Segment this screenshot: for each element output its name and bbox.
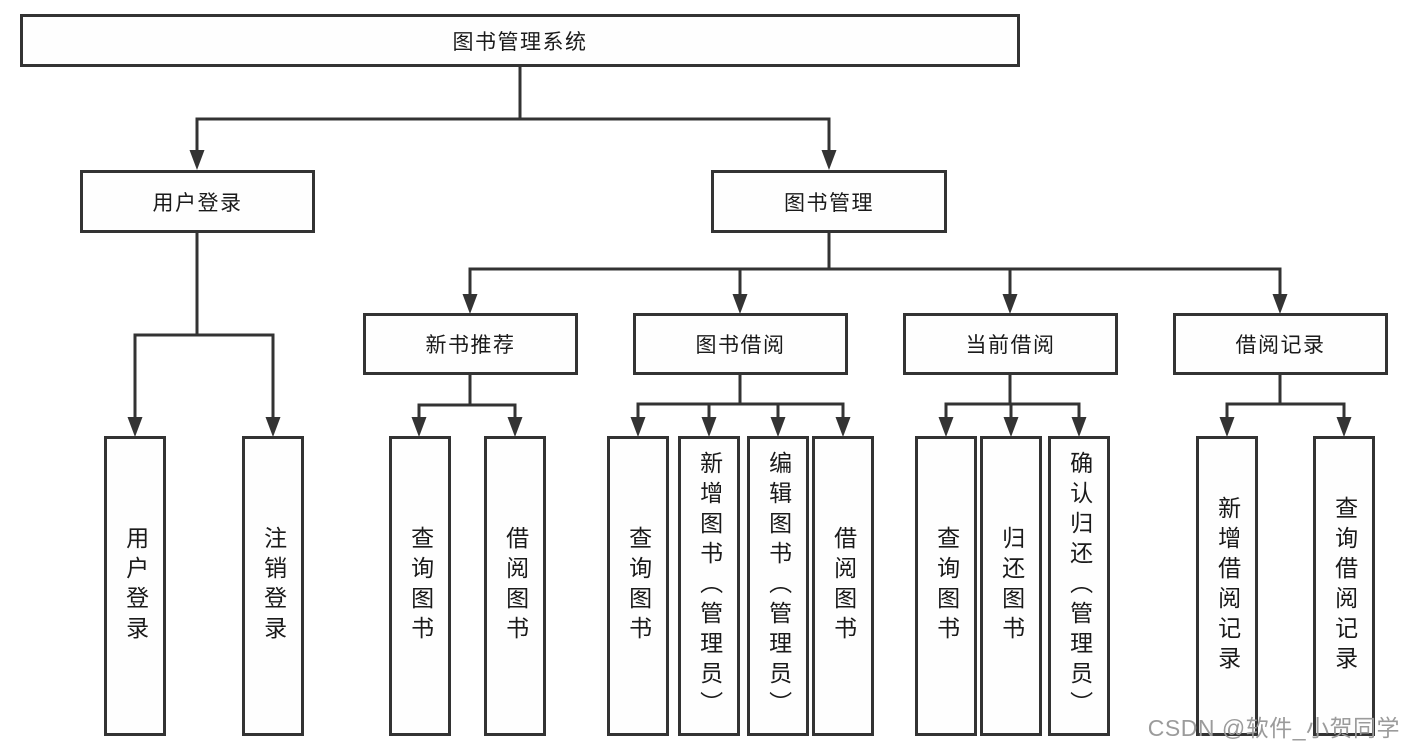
edge-borrow-to-leaves (636, 375, 845, 418)
arrowhead (835, 417, 851, 437)
node-book-management: 图书管理 (711, 170, 947, 233)
arrowhead (1003, 417, 1019, 437)
arrowhead (1336, 417, 1352, 437)
arrowhead (462, 294, 478, 314)
edge-recommend-to-leaves (417, 375, 517, 418)
arrowhead (770, 417, 786, 437)
leaf-add-book-admin: 新增图书（管理员） (678, 436, 740, 736)
csdn-watermark: CSDN @软件_小贺同学 (1147, 715, 1400, 741)
node-borrowing-records: 借阅记录 (1173, 313, 1388, 375)
leaf-current-query-book: 查询图书 (915, 436, 977, 736)
leaf-user-login: 用户登录 (104, 436, 166, 736)
arrowhead (732, 294, 748, 314)
arrowhead (1002, 294, 1018, 314)
leaf-borrowing-query-book: 查询图书 (607, 436, 669, 736)
node-label: 图书管理 (784, 191, 874, 215)
node-label: 新增借阅记录 (1214, 496, 1241, 676)
leaf-add-borrow-record: 新增借阅记录 (1196, 436, 1258, 736)
node-label: 确认归还（管理员） (1066, 451, 1093, 721)
arrowhead (821, 150, 837, 170)
edge-mgmt-to-level3 (468, 233, 1282, 295)
node-new-book-recommendation: 新书推荐 (363, 313, 578, 375)
arrowhead (1071, 417, 1087, 437)
node-current-borrowing: 当前借阅 (903, 313, 1118, 375)
edge-history-to-leaves (1225, 375, 1346, 418)
arrowhead (701, 417, 717, 437)
leaf-return-book: 归还图书 (980, 436, 1042, 736)
node-label: 图书借阅 (695, 334, 786, 357)
node-label: 用户登录 (152, 191, 243, 215)
node-label: 新书推荐 (425, 334, 516, 357)
node-label: 借阅图书 (502, 526, 529, 646)
arrowhead (265, 417, 281, 437)
node-label: 当前借阅 (965, 334, 1056, 357)
arrowhead (630, 417, 646, 437)
node-label: 注销登录 (260, 526, 287, 646)
arrowhead (1272, 294, 1288, 314)
node-label: 查询图书 (625, 526, 652, 646)
node-label: 借阅记录 (1235, 334, 1326, 357)
edge-current-to-leaves (944, 375, 1081, 418)
node-label: 查询图书 (933, 526, 960, 646)
leaf-recommend-borrow-book: 借阅图书 (484, 436, 546, 736)
arrowhead (189, 150, 205, 170)
edge-root-to-level2 (195, 66, 831, 151)
arrowhead (411, 417, 427, 437)
node-label: 查询借阅记录 (1331, 496, 1358, 676)
leaf-recommend-query-book: 查询图书 (389, 436, 451, 736)
node-label: 编辑图书（管理员） (765, 451, 792, 721)
arrowhead (507, 417, 523, 437)
node-label: 新增图书（管理员） (696, 451, 723, 721)
arrowheads (127, 150, 1352, 437)
arrowhead (127, 417, 143, 437)
leaf-borrowing-borrow-book: 借阅图书 (812, 436, 874, 736)
node-label: 借阅图书 (830, 526, 857, 646)
arrowhead (938, 417, 954, 437)
arrowhead (1219, 417, 1235, 437)
edge-login-to-leaves (133, 233, 275, 418)
node-label: 用户登录 (122, 526, 149, 646)
node-label: 归还图书 (998, 526, 1025, 646)
node-user-login: 用户登录 (80, 170, 315, 233)
leaf-query-borrow-record: 查询借阅记录 (1313, 436, 1375, 736)
leaf-logout: 注销登录 (242, 436, 304, 736)
leaf-edit-book-admin: 编辑图书（管理员） (747, 436, 809, 736)
node-label: 图书管理系统 (452, 30, 588, 54)
node-label: 查询图书 (407, 526, 434, 646)
leaf-confirm-return-admin: 确认归还（管理员） (1048, 436, 1110, 736)
node-library-management-system: 图书管理系统 (20, 14, 1020, 67)
node-book-borrowing: 图书借阅 (633, 313, 848, 375)
